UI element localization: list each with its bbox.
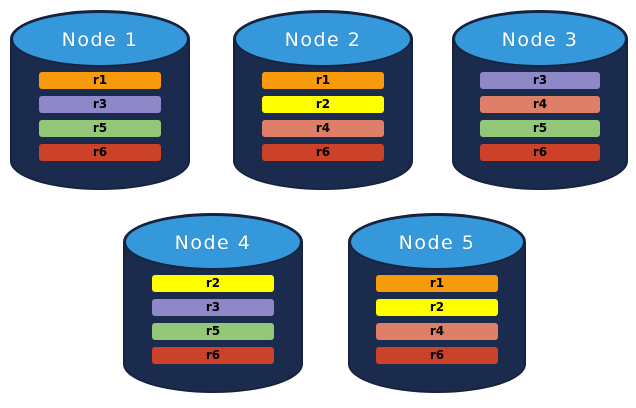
node-4[interactable]: Node 4 r2 r3 r5 r6 <box>123 213 303 393</box>
replica-bar[interactable]: r5 <box>38 120 162 137</box>
replica-bar[interactable]: r4 <box>480 96 600 113</box>
replica-label: r1 <box>92 72 108 87</box>
replica-bar[interactable]: r6 <box>261 144 385 161</box>
node-header: Node 3 <box>453 11 627 67</box>
replica-label: r3 <box>532 72 548 87</box>
replica-label: r6 <box>92 144 108 159</box>
replica-bar[interactable]: r5 <box>151 323 275 340</box>
replica-label: r4 <box>429 323 445 338</box>
replica-label: r6 <box>429 347 445 362</box>
replica-bar[interactable]: r5 <box>480 120 600 137</box>
replica-label: r4 <box>315 120 331 135</box>
replica-label: r1 <box>315 72 331 87</box>
replica-bar[interactable]: r4 <box>261 120 385 137</box>
node-3[interactable]: Node 3 r3 r4 r5 r6 <box>452 10 628 190</box>
replica-label: r2 <box>205 275 221 290</box>
replica-label: r6 <box>315 144 331 159</box>
node-title: Node 5 <box>398 232 476 254</box>
node-2[interactable]: Node 2 r1 r2 r4 r6 <box>233 10 413 190</box>
replica-label: r3 <box>92 96 108 111</box>
replica-label: r5 <box>92 120 108 135</box>
node-header: Node 4 <box>124 214 302 270</box>
node-header: Node 2 <box>234 11 412 67</box>
replica-bar[interactable]: r6 <box>151 347 275 364</box>
replica-list: r1 r3 r5 r6 <box>10 72 190 161</box>
replica-bar[interactable]: r1 <box>261 72 385 89</box>
replica-label: r1 <box>429 275 445 290</box>
replica-label: r2 <box>429 299 445 314</box>
replica-bar[interactable]: r2 <box>376 299 498 316</box>
replica-label: r2 <box>315 96 331 111</box>
node-header: Node 1 <box>11 11 189 67</box>
replica-bar[interactable]: r2 <box>261 96 385 113</box>
node-title: Node 4 <box>174 232 252 254</box>
replica-bar[interactable]: r6 <box>480 144 600 161</box>
replica-list: r1 r2 r4 r6 <box>233 72 413 161</box>
node-title: Node 3 <box>501 29 579 51</box>
replica-bar[interactable]: r3 <box>38 96 162 113</box>
replica-bar[interactable]: r3 <box>151 299 275 316</box>
replica-bar[interactable]: r6 <box>376 347 498 364</box>
replica-bar[interactable]: r1 <box>38 72 162 89</box>
replica-bar[interactable]: r2 <box>151 275 275 292</box>
replica-list: r1 r2 r4 r6 <box>348 275 526 364</box>
replica-list: r3 r4 r5 r6 <box>452 72 628 161</box>
replica-bar[interactable]: r4 <box>376 323 498 340</box>
replica-bar[interactable]: r3 <box>480 72 600 89</box>
node-1[interactable]: Node 1 r1 r3 r5 r6 <box>10 10 190 190</box>
replica-bar[interactable]: r6 <box>38 144 162 161</box>
replica-label: r5 <box>205 323 221 338</box>
replica-label: r3 <box>205 299 221 314</box>
node-title: Node 2 <box>284 29 362 51</box>
node-header: Node 5 <box>349 214 525 270</box>
replica-label: r4 <box>532 96 548 111</box>
replica-label: r5 <box>532 120 548 135</box>
replica-list: r2 r3 r5 r6 <box>123 275 303 364</box>
replica-label: r6 <box>532 144 548 159</box>
replica-label: r6 <box>205 347 221 362</box>
node-title: Node 1 <box>61 29 139 51</box>
node-5[interactable]: Node 5 r1 r2 r4 r6 <box>348 213 526 393</box>
replica-bar[interactable]: r1 <box>376 275 498 292</box>
